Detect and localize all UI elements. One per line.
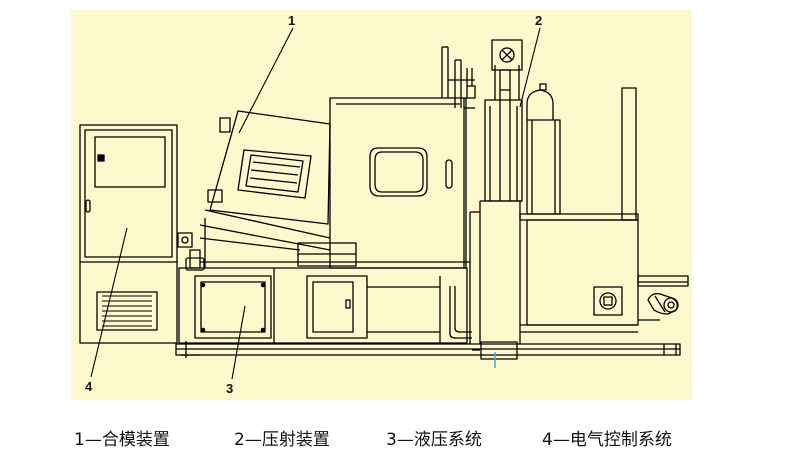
- pump-motor-unit: [519, 87, 689, 355]
- diagram-background: [71, 10, 692, 400]
- callout-leader-lines: [90, 27, 541, 380]
- callout-label-4: 4: [85, 379, 93, 394]
- legend-caption: 1—合模装置 2—压射装置 3—液压系统 4—电气控制系统: [74, 425, 754, 450]
- injection-unit: [441, 39, 561, 360]
- safety-guard-housing: [329, 97, 467, 269]
- callout-label-2: 2: [535, 13, 543, 28]
- callout-label-3: 3: [226, 381, 234, 396]
- legend-item-hydraulic-system: 3—液压系统: [386, 430, 482, 450]
- legend-item-clamping-unit: 1—合模装置: [74, 430, 170, 450]
- hydraulic-system-base: [177, 232, 468, 344]
- legend-item-injection-unit: 2—压射装置: [234, 430, 330, 450]
- legend-item-electrical-control: 4—电气控制系统: [542, 430, 672, 450]
- clamping-unit: [199, 110, 470, 268]
- base-frame: [175, 341, 681, 358]
- callout-label-1: 1: [288, 13, 296, 28]
